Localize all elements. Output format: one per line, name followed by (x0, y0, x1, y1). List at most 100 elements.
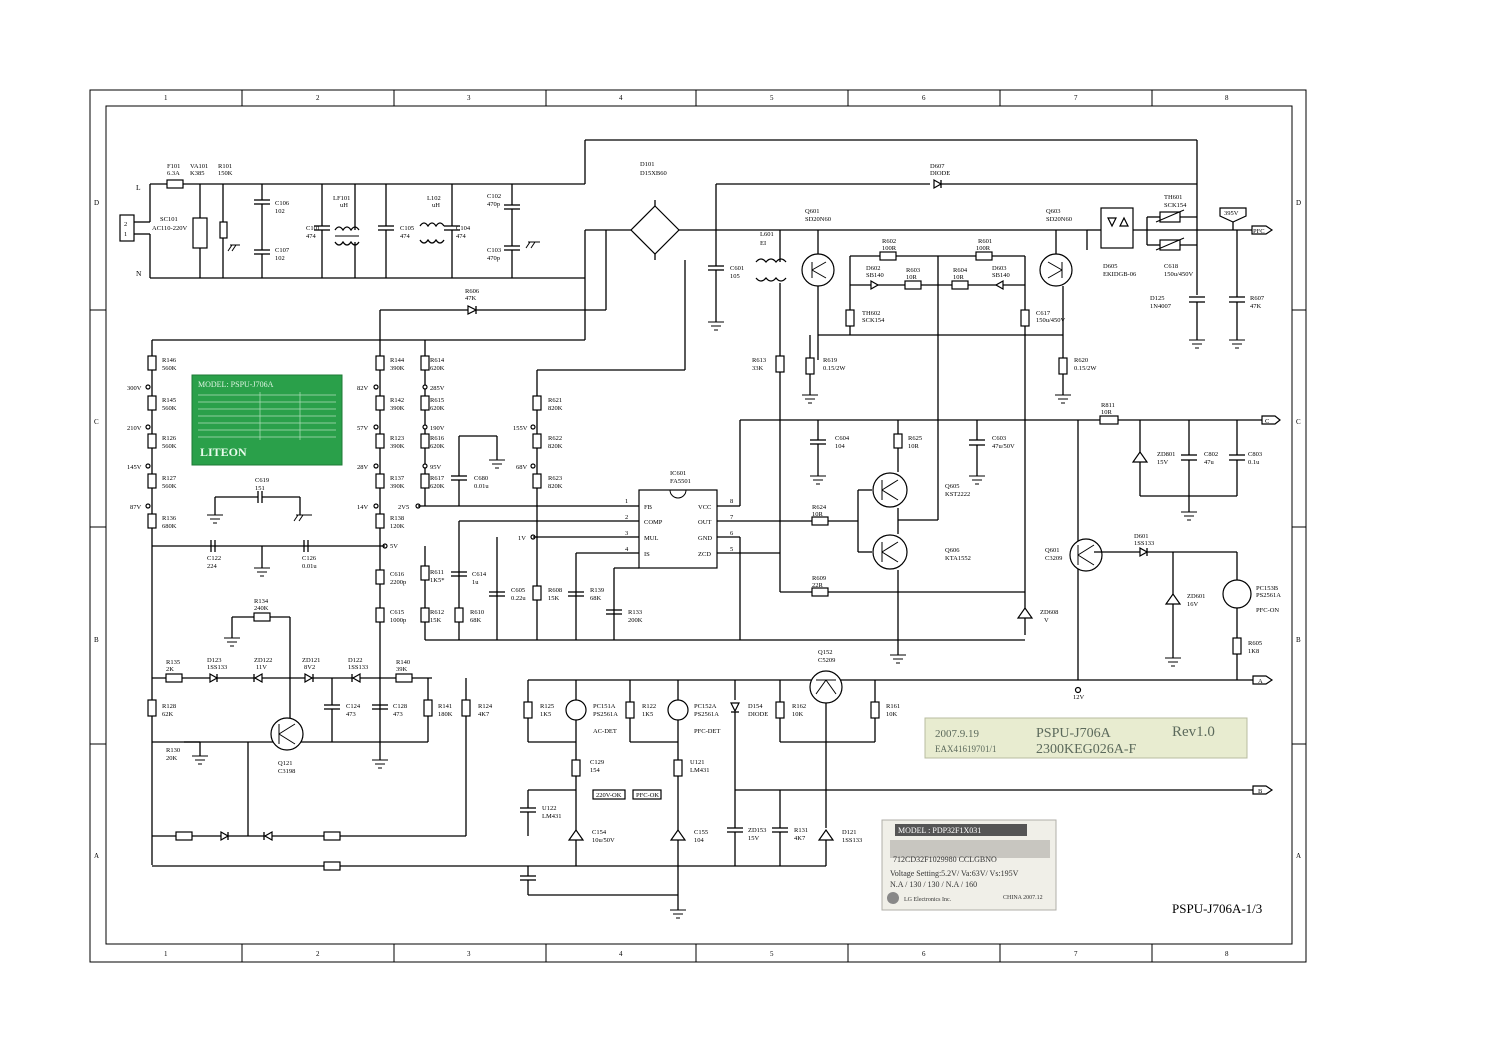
svg-text:220V-OK: 220V-OK (596, 792, 622, 799)
diode-d603 (994, 279, 1004, 291)
svg-text:C155: C155 (694, 829, 708, 836)
zone-row-a: A (94, 852, 99, 860)
svg-text:C5209: C5209 (818, 657, 835, 664)
svg-text:COMP: COMP (644, 519, 663, 526)
svg-text:SD20N60: SD20N60 (1046, 216, 1072, 223)
svg-text:680K: 680K (162, 523, 177, 530)
resistor-r620 (1058, 357, 1068, 375)
input-connector (119, 214, 135, 242)
svg-text:R621: R621 (548, 397, 562, 404)
svg-text:16V: 16V (1187, 601, 1199, 608)
divider-chains: R146 560K R145 560K R126 560K R127 560K … (127, 260, 686, 865)
zone-row-b-right: B (1296, 636, 1301, 644)
svg-text:R131: R131 (794, 827, 808, 834)
svg-text:1000p: 1000p (390, 617, 406, 624)
svg-text:5V: 5V (390, 543, 398, 550)
svg-text:150K: 150K (218, 170, 233, 177)
svg-text:GND: GND (698, 535, 712, 542)
svg-text:10K: 10K (886, 711, 898, 718)
svg-text:R133: R133 (628, 609, 642, 616)
svg-text:102: 102 (275, 208, 285, 215)
svg-text:ZD122: ZD122 (254, 657, 272, 664)
svg-text:820K: 820K (548, 483, 563, 490)
svg-text:1K5: 1K5 (642, 711, 653, 718)
svg-text:10R: 10R (906, 274, 918, 281)
resistor-r619 (805, 357, 815, 375)
svg-text:R162: R162 (792, 703, 806, 710)
svg-text:IC601: IC601 (670, 470, 686, 477)
svg-text:MUL: MUL (644, 535, 658, 542)
svg-text:47K: 47K (465, 295, 477, 302)
svg-text:300V: 300V (127, 385, 142, 392)
svg-text:47u: 47u (1204, 459, 1215, 466)
svg-text:C601: C601 (730, 265, 744, 272)
svg-text:L: L (136, 183, 141, 192)
svg-text:C: C (1265, 418, 1269, 425)
liteon-label-card: MODEL: PSPU-J706A LITEON (191, 374, 343, 466)
svg-text:2300KEG026A-F: 2300KEG026A-F (1036, 742, 1137, 757)
svg-text:LM431: LM431 (542, 813, 562, 820)
svg-text:C615: C615 (390, 609, 404, 616)
svg-text:47u/50V: 47u/50V (992, 443, 1015, 450)
svg-text:39K: 39K (396, 666, 408, 673)
driver-section: C604 104 R625 10R C603 47u/50V Q605 KST2… (779, 420, 1058, 664)
zone-col-5: 5 (770, 94, 774, 102)
svg-text:DIODE: DIODE (930, 170, 950, 177)
zone-col-4-bottom: 4 (619, 950, 623, 958)
svg-text:10u/50V: 10u/50V (592, 837, 615, 844)
svg-text:C605: C605 (511, 587, 525, 594)
svg-text:R604: R604 (953, 267, 968, 274)
svg-text:10R: 10R (1101, 409, 1113, 416)
svg-text:1N4007: 1N4007 (1150, 303, 1172, 310)
svg-text:C616: C616 (390, 571, 405, 578)
svg-text:47K: 47K (1250, 303, 1262, 310)
svg-text:1SS133: 1SS133 (842, 837, 862, 844)
svg-text:560K: 560K (162, 365, 177, 372)
svg-text:0.1u: 0.1u (1248, 459, 1260, 466)
svg-text:SCK154: SCK154 (1164, 202, 1187, 209)
svg-text:105: 105 (730, 273, 740, 280)
svg-text:3: 3 (625, 530, 628, 537)
svg-text:560K: 560K (162, 443, 177, 450)
svg-text:62K: 62K (162, 711, 174, 718)
svg-text:28V: 28V (357, 464, 369, 471)
svg-text:Voltage Setting:5.2V/ Va:63V/: Voltage Setting:5.2V/ Va:63V/ Vs:195V (890, 869, 1019, 878)
svg-text:A: A (1258, 678, 1263, 685)
svg-text:R625: R625 (908, 435, 922, 442)
diode-d607 (933, 178, 943, 190)
svg-text:PFC-OK: PFC-OK (636, 792, 659, 799)
svg-text:D101: D101 (640, 161, 654, 168)
svg-text:474: 474 (400, 233, 411, 240)
svg-text:U121: U121 (690, 759, 704, 766)
svg-text:C603: C603 (992, 435, 1006, 442)
svg-text:R603: R603 (906, 267, 920, 274)
svg-text:R124: R124 (478, 703, 493, 710)
svg-text:395V: 395V (1224, 210, 1239, 217)
svg-text:10R: 10R (908, 443, 920, 450)
svg-text:LG Electronics Inc.: LG Electronics Inc. (904, 897, 952, 903)
svg-text:Q121: Q121 (278, 760, 292, 767)
svg-text:560K: 560K (162, 483, 177, 490)
emi-filter-section: 2 1 L N SC101 AC110-220V F101 6.3A VA101… (119, 163, 585, 279)
svg-text:AC110-220V: AC110-220V (152, 225, 187, 232)
svg-text:C101: C101 (306, 225, 320, 232)
net-label-395v (1219, 207, 1247, 223)
svg-text:15K: 15K (430, 617, 442, 624)
inner-frame (105, 105, 1293, 945)
zone-ticks (90, 90, 1306, 962)
svg-text:R142: R142 (390, 397, 404, 404)
svg-text:200K: 200K (628, 617, 643, 624)
svg-text:474: 474 (456, 233, 467, 240)
zener-zd153 (817, 828, 835, 841)
zone-col-1-bottom: 1 (164, 950, 168, 958)
svg-text:4K7: 4K7 (478, 711, 490, 718)
svg-text:2: 2 (625, 514, 628, 521)
svg-text:ZCD: ZCD (698, 551, 711, 558)
svg-text:20K: 20K (166, 755, 178, 762)
svg-text:1: 1 (625, 498, 628, 505)
transistor-q606 (872, 534, 908, 570)
diode-d125 (467, 305, 478, 315)
svg-text:L102: L102 (427, 195, 441, 202)
zone-col-2-bottom: 2 (316, 950, 320, 958)
resistor-r606 (1020, 309, 1030, 327)
